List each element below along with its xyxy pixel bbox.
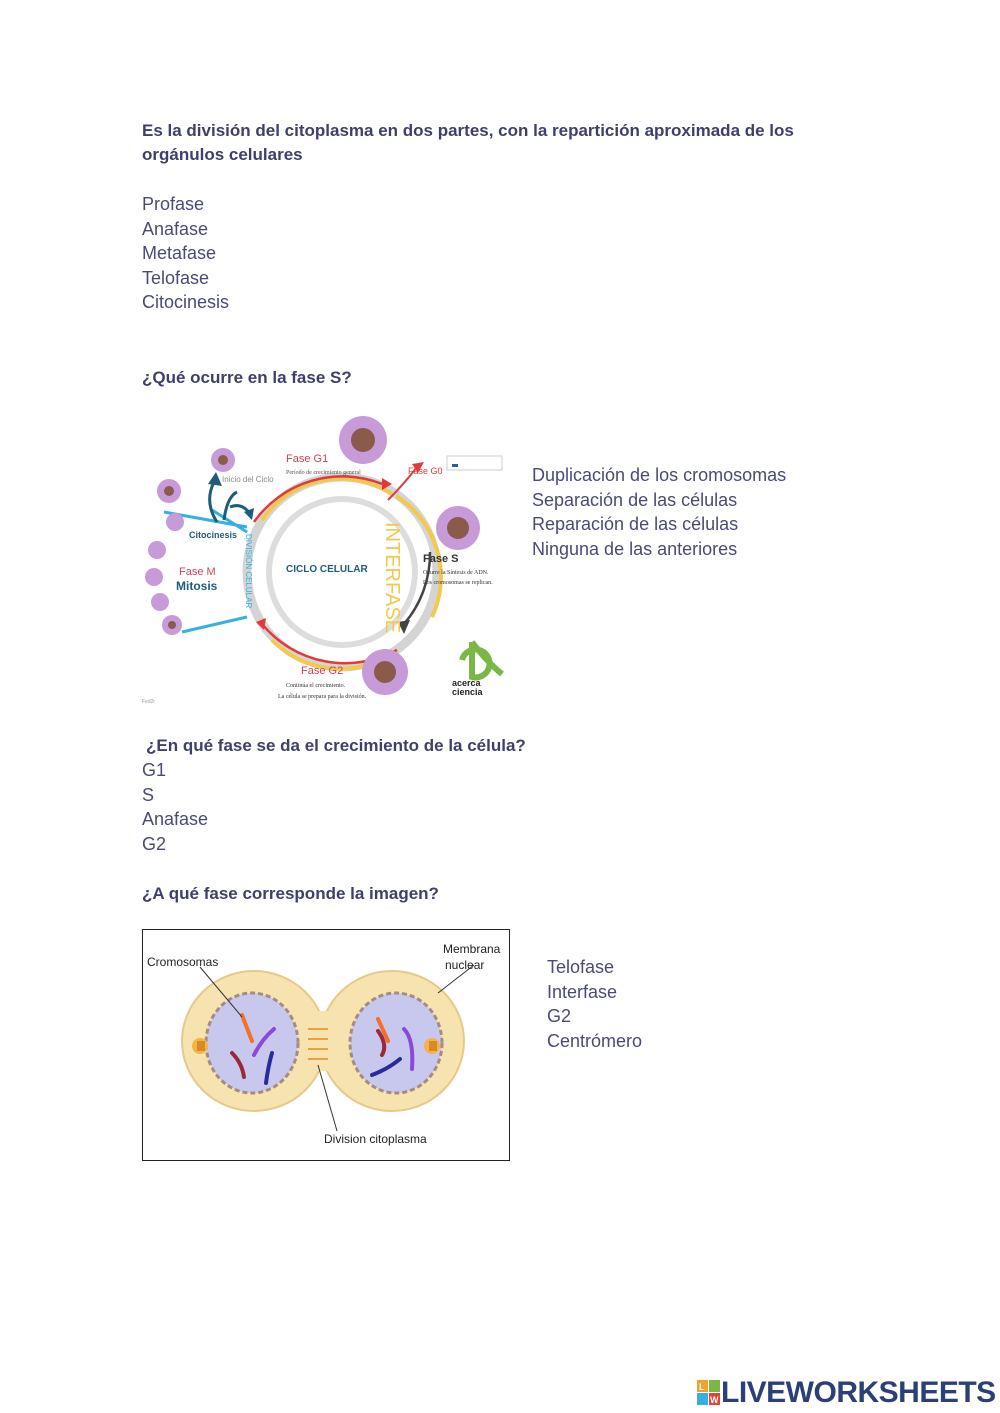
question-3-options: G1 S Anafase G2	[142, 758, 208, 856]
label-interfase: INTERFASE	[381, 522, 403, 633]
liveworksheets-logo[interactable]: L W LIVEWORKSHEETS	[697, 1376, 996, 1410]
cell-small-1	[211, 448, 235, 472]
label-inicio-ciclo: Inicio del Ciclo	[222, 475, 274, 484]
question-2-text: ¿Qué ocurre en la fase S?	[142, 368, 352, 387]
label-fase-g2-desc2: La célula se prepara para la división.	[278, 694, 367, 700]
q1-option-telofase[interactable]: Telofase	[142, 267, 210, 288]
label-membrana: Membrana	[443, 942, 501, 956]
q4-option-telofase[interactable]: Telofase	[547, 957, 615, 977]
label-division-celular: DIVISIÓN CELULAR	[244, 534, 253, 608]
label-fase-g1-desc: Período de crecimiento general	[286, 470, 361, 476]
label-fase-m: Fase M	[179, 566, 216, 578]
label-citocinesis: Citocinesis	[189, 530, 237, 540]
tile-letter-l: L	[699, 1382, 705, 1392]
label-fase-g2: Fase G2	[301, 665, 343, 677]
q1-option-anafase[interactable]: Anafase	[142, 218, 209, 239]
q2-option-reparacion[interactable]: Reparación de las células	[532, 514, 739, 535]
label-fase-s-desc1: Ocurre la Síntesis de ADN.	[423, 570, 489, 576]
question-3-text: ¿En qué fase se da el crecimiento de la …	[146, 736, 526, 755]
tile-letter-w: W	[710, 1395, 719, 1405]
q4-option-interfase[interactable]: Interfase	[547, 981, 618, 1002]
corner-mark: Fed2r	[142, 699, 155, 705]
liveworksheets-icon: L W	[697, 1380, 720, 1405]
telophase-figure: Cromosomas Membrana nuclear Division cit…	[142, 929, 510, 1161]
logo-text-2: ciencia	[452, 687, 484, 697]
q4-option-centromero[interactable]: Centrómero	[547, 1030, 643, 1051]
q3-option-g2[interactable]: G2	[142, 833, 167, 854]
label-fase-g0: Fase G0	[408, 466, 443, 476]
q4-option-g2[interactable]: G2	[547, 1006, 572, 1027]
q2-option-separacion[interactable]: Separación de las células	[532, 489, 738, 510]
q1-option-citocinesis[interactable]: Citocinesis	[142, 292, 230, 313]
cell-g2	[362, 649, 408, 695]
cell-g1	[339, 416, 387, 464]
question-2-options: Duplicación de los cromosomas Separación…	[532, 463, 786, 561]
cell-s	[436, 506, 480, 550]
cell-cycle-figure: Fase G1 Período de crecimiento general F…	[142, 412, 517, 707]
label-fase-s: Fase S	[423, 553, 458, 565]
label-mitosis: Mitosis	[176, 579, 218, 593]
q2-option-duplicacion[interactable]: Duplicación de los cromosomas	[532, 465, 787, 485]
q3-option-g1[interactable]: G1	[142, 760, 167, 780]
question-1-text: Es la división del citoplasma en dos par…	[142, 121, 794, 164]
liveworksheets-brand: LIVEWORKSHEETS	[721, 1376, 996, 1409]
q1-option-metafase[interactable]: Metafase	[142, 243, 217, 264]
label-division-citoplasma: Division citoplasma	[324, 1132, 427, 1146]
label-fase-s-desc2: Los cromosomas se replican.	[423, 580, 493, 586]
q3-option-s[interactable]: S	[142, 784, 155, 805]
q1-option-profase[interactable]: Profase	[142, 194, 205, 214]
q3-option-anafase[interactable]: Anafase	[142, 809, 209, 830]
label-fase-g2-desc1: Continúa el crecimiento.	[286, 683, 346, 689]
question-4-options: Telofase Interfase G2 Centrómero	[547, 955, 642, 1053]
q2-option-ninguna[interactable]: Ninguna de las anteriores	[532, 538, 738, 559]
logo-text-1: acerca	[452, 678, 482, 688]
question-1-options: Profase Anafase Metafase Telofase Citoci…	[142, 192, 229, 315]
question-4-text: ¿A qué fase corresponde la imagen?	[142, 884, 439, 903]
label-fase-g1: Fase G1	[286, 453, 328, 465]
label-ciclo-celular: CICLO CELULAR	[286, 564, 368, 575]
label-cromosomas: Cromosomas	[147, 955, 218, 969]
label-nuclear: nuclear	[445, 958, 484, 972]
